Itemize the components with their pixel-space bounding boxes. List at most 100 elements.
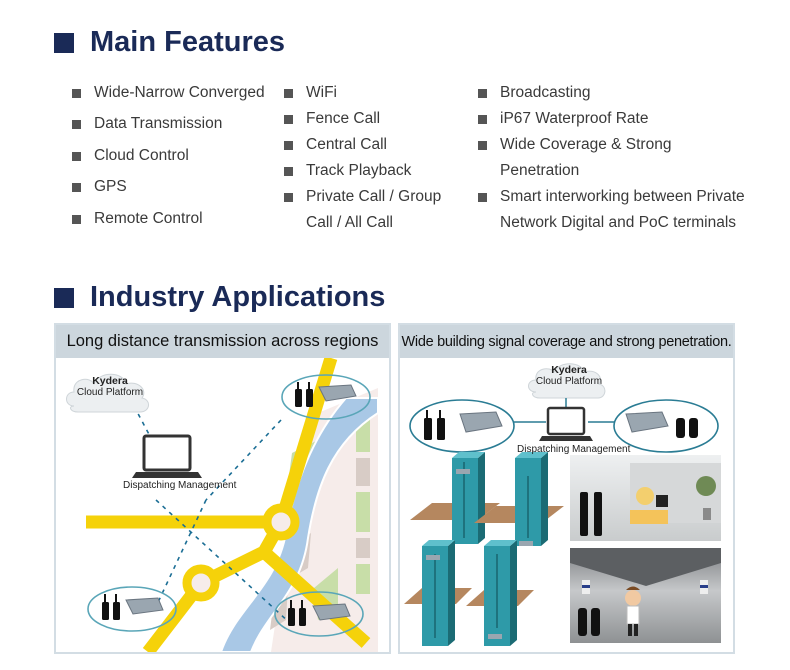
panel-heading: Long distance transmission across region… [56, 325, 389, 358]
panel-long-distance: Long distance transmission across region… [54, 323, 391, 654]
connection-lines [514, 398, 614, 423]
bullet-icon [72, 151, 81, 161]
park-block [356, 564, 370, 594]
feature-item: WiFi [284, 80, 441, 106]
walkie-talkie-icon [676, 418, 685, 438]
bullet-icon [72, 120, 81, 130]
walkie-talkie-icon [299, 608, 306, 626]
bullet-icon [478, 141, 487, 150]
link-line [205, 419, 282, 501]
dispatching-management-label: Dispatching Management [517, 444, 631, 455]
repeater-icon [426, 555, 440, 560]
feature-item: Track Playback [284, 158, 441, 184]
walkie-talkie-icon [580, 492, 588, 536]
radio-group-right [613, 399, 719, 453]
walkie-talkie-icon [424, 418, 432, 440]
feature-item: Broadcasting [478, 80, 745, 106]
bullet-icon [72, 214, 81, 224]
walkie-talkie-icon [288, 608, 295, 626]
plant-icon [696, 476, 716, 496]
feature-item: GPS [72, 174, 265, 200]
road [259, 547, 371, 648]
laptop-icon [539, 406, 593, 441]
receptionist-figure [636, 487, 654, 505]
link-line [155, 499, 292, 625]
bullet-icon [284, 89, 293, 98]
building-tower [474, 452, 564, 546]
walkie-talkie-icon [113, 602, 120, 620]
roundabout [182, 564, 220, 602]
feature-item: Smart interworking between Private [478, 184, 745, 210]
industry-applications-title: Industry Applications [90, 281, 386, 313]
dispatching-management-label: Dispatching Management [123, 480, 237, 491]
connection-lines [133, 405, 292, 625]
repeater-icon [318, 384, 357, 402]
link-line [133, 405, 153, 441]
cloud-platform-label: Kydera Cloud Platform [535, 364, 603, 388]
features-column-3: Broadcasting iP67 Waterproof Rate Wide C… [478, 80, 745, 236]
map-illustration [66, 358, 379, 652]
bullet-icon [284, 167, 293, 176]
feature-item-continued: Penetration [500, 162, 580, 179]
feature-item: Private Call / Group [284, 184, 441, 210]
feature-item: Central Call [284, 132, 441, 158]
building-block [356, 538, 370, 558]
radio-group-top [281, 374, 371, 420]
office-scene-image [570, 455, 721, 541]
cloud-icon [66, 373, 149, 413]
feature-item-continued: Call / All Call [306, 214, 393, 231]
bullet-icon [478, 193, 487, 202]
feature-item: Data Transmission [72, 111, 265, 137]
walkie-talkie-icon [591, 608, 600, 636]
building-block [356, 458, 370, 486]
features-column-2: WiFi Fence Call Central Call Track Playb… [284, 80, 441, 236]
monitor-icon [656, 495, 668, 507]
radio-group-left [409, 399, 515, 453]
walkie-talkie-icon [295, 389, 302, 407]
buildings [404, 452, 564, 646]
panel-building-coverage: Wide building signal coverage and strong… [398, 323, 735, 654]
park-block [356, 492, 370, 532]
walkie-talkie-icon [306, 389, 313, 407]
feature-item: Wide Coverage & Strong [478, 132, 745, 158]
man-figure [625, 590, 641, 606]
link-line [152, 499, 207, 614]
bullet-icon [72, 183, 81, 193]
roundabout [262, 503, 300, 541]
bullet-icon [72, 89, 81, 98]
building-coverage-illustration [404, 363, 721, 646]
building-tower [410, 452, 500, 544]
roundabouts [182, 503, 300, 602]
desk [630, 510, 668, 524]
walkie-talkie-icon [102, 602, 109, 620]
bullet-icon [478, 89, 487, 98]
industry-applications-heading: Industry Applications [54, 281, 385, 314]
feature-item: Remote Control [72, 206, 265, 232]
bullet-icon [478, 115, 487, 124]
repeater-icon [488, 634, 502, 639]
building-tower [466, 540, 534, 646]
laptop-icon [132, 434, 202, 478]
walkie-talkie-icon [594, 492, 602, 536]
feature-item: Cloud Control [72, 143, 265, 169]
repeater-icon [312, 603, 351, 621]
bullet-icon [284, 141, 293, 150]
panel-heading: Wide building signal coverage and strong… [400, 325, 733, 358]
repeater-icon [459, 411, 503, 433]
parking-scene-image [570, 548, 721, 643]
feature-item: Fence Call [284, 106, 441, 132]
walkie-talkie-icon [437, 418, 445, 440]
bullet-icon [284, 193, 293, 202]
repeater-icon [125, 597, 164, 615]
main-features-title: Main Features [90, 26, 285, 58]
repeater-icon [456, 469, 470, 474]
building-tower [404, 540, 472, 646]
road [274, 358, 338, 524]
features-column-1: Wide-Narrow Converged Data Transmission … [72, 80, 265, 237]
repeater-icon [519, 541, 533, 546]
walkie-talkie-icon [578, 608, 587, 636]
heading-square-icon [54, 32, 74, 53]
feature-item: Wide-Narrow Converged [72, 80, 265, 106]
cloud-icon [528, 363, 606, 399]
main-features-heading: Main Features [54, 26, 285, 59]
